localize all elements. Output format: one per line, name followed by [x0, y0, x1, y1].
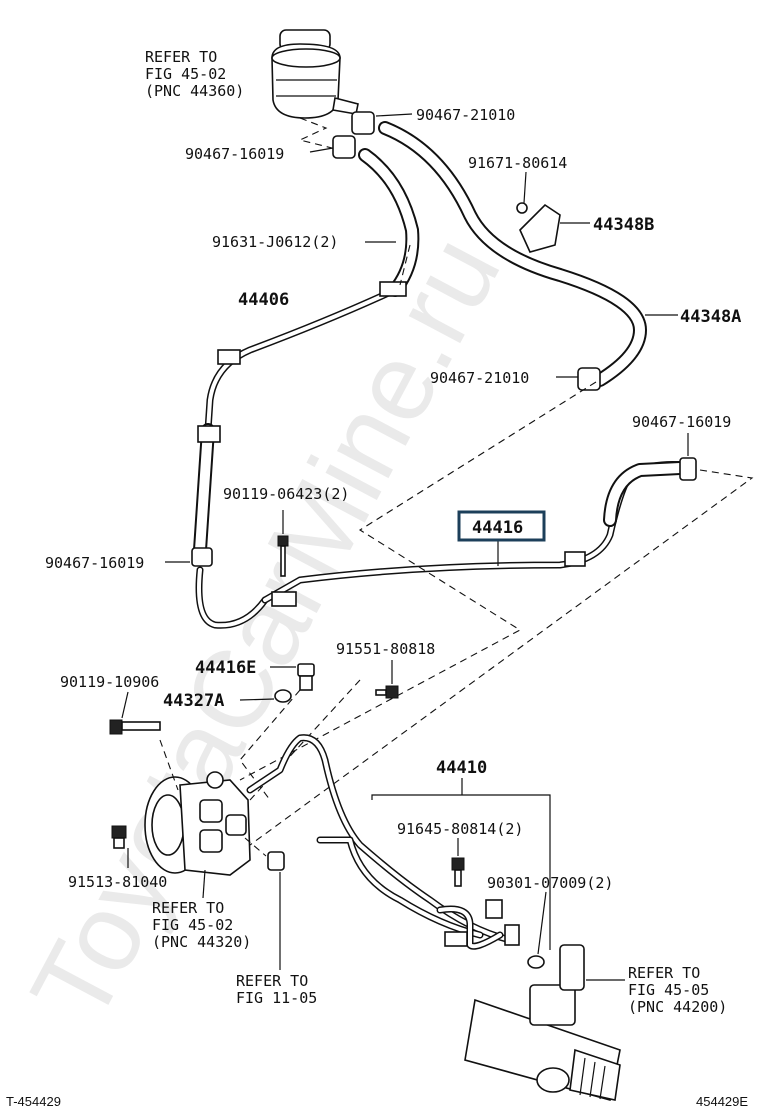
bolt-icon [277, 535, 289, 577]
bolt-icon [109, 719, 161, 735]
part-label[interactable]: 90467-21010 [416, 106, 515, 124]
part-label[interactable]: 91551-80818 [336, 640, 435, 658]
o-ring-icon [527, 955, 545, 969]
part-label[interactable]: 91513-81040 [68, 873, 167, 891]
part-label[interactable]: 90119-06423(2) [223, 485, 349, 503]
refer-reservoir-line2: FIG 45-02 [145, 65, 226, 83]
part-label[interactable]: 44327A [163, 691, 224, 711]
part-label[interactable]: 90467-16019 [185, 145, 284, 163]
refer-gear-line2: FIG 45-05 [628, 981, 709, 999]
bolt-icon [375, 685, 399, 699]
clamp-icon [577, 367, 601, 391]
clamp-icon [332, 111, 375, 159]
part-label[interactable]: 91645-80814(2) [397, 820, 523, 838]
gasket-icon [274, 689, 292, 703]
part-label[interactable]: 90467-16019 [45, 554, 144, 572]
clamp-icon [679, 457, 697, 481]
part-label[interactable]: 91631-J0612(2) [212, 233, 338, 251]
highlight-box [457, 510, 546, 542]
refer-gear-line1: REFER TO [628, 964, 700, 982]
bracket-icon [516, 202, 561, 253]
pump-illustration [144, 771, 251, 876]
refer-reservoir-line3: (PNC 44360) [145, 82, 244, 100]
part-label[interactable]: 90467-16019 [632, 413, 731, 431]
refer-gear-line3: (PNC 44200) [628, 998, 727, 1016]
part-label[interactable]: 44416E [195, 658, 256, 678]
refer-pump-line2: FIG 45-02 [152, 916, 233, 934]
part-label[interactable]: 44410 [436, 758, 487, 778]
refer-pump-line1: REFER TO [152, 899, 224, 917]
part-label-highlighted[interactable]: 44416 [472, 518, 523, 538]
refer-fig11-line1: REFER TO [236, 972, 308, 990]
part-label[interactable]: 44348A [680, 307, 741, 327]
steering-gear-illustration [464, 944, 621, 1101]
union-bolt-icon [297, 663, 315, 691]
refer-fig11-line2: FIG 11-05 [236, 989, 317, 1007]
bolt-icon [451, 857, 465, 887]
part-label[interactable]: 90467-21010 [430, 369, 529, 387]
bolt-icon [111, 825, 127, 849]
footer-left-code: T-454429 [6, 1094, 61, 1109]
refer-reservoir-line1: REFER TO [145, 48, 217, 66]
reservoir-illustration [271, 29, 359, 119]
part-label[interactable]: 90119-10906 [60, 673, 159, 691]
footer-right-code: 454429E [696, 1094, 748, 1109]
part-label[interactable]: 90301-07009(2) [487, 874, 613, 892]
part-label[interactable]: 44348B [593, 215, 654, 235]
part-label[interactable]: 91671-80614 [468, 154, 567, 172]
part-label[interactable]: 44406 [238, 290, 289, 310]
refer-pump-line3: (PNC 44320) [152, 933, 251, 951]
